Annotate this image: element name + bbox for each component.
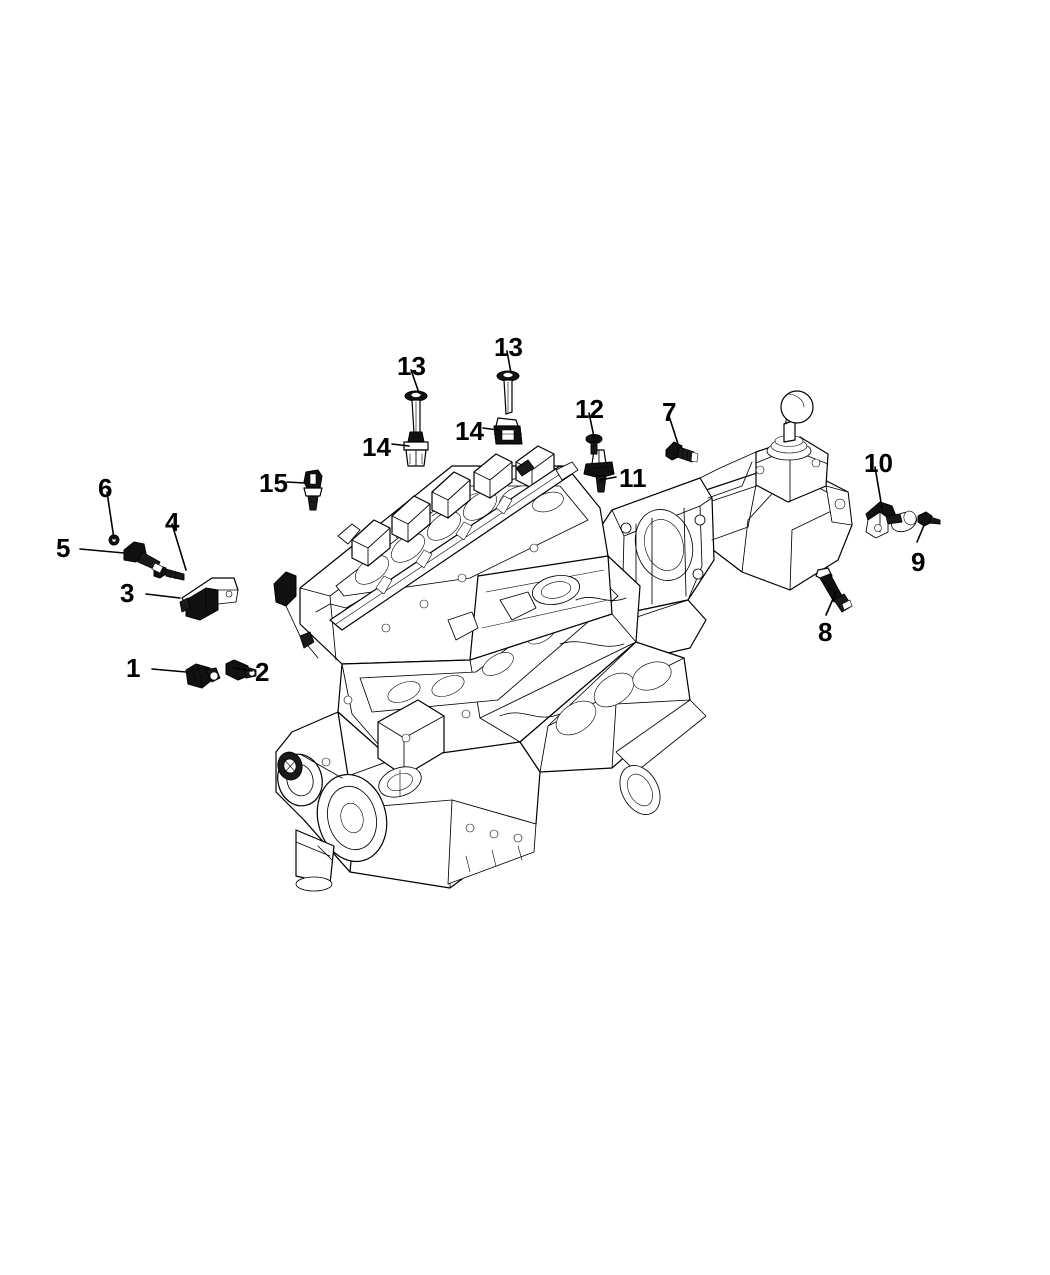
leader-lines [79, 350, 926, 673]
callout-number-14: 14 [362, 432, 391, 462]
part-9-mount-bolt [917, 511, 941, 527]
callout-number-12: 12 [575, 394, 604, 424]
leader-line-12 [588, 412, 595, 438]
ignition-coils [351, 445, 555, 567]
leader-line-15 [286, 481, 306, 484]
callout-number-4: 4 [165, 507, 180, 537]
leader-line-9 [916, 522, 926, 543]
callout-number-3: 3 [120, 578, 135, 608]
leader-line-8 [825, 591, 837, 616]
callout-number-10: 10 [864, 448, 893, 478]
leader-line-1 [151, 668, 187, 673]
part-14b-oil-pressure-sensor [493, 417, 523, 445]
leader-line-5 [79, 548, 125, 554]
callout-number-11: 11 [619, 463, 647, 493]
part-13a-sensor-bolt [404, 390, 428, 435]
callout-number-8: 8 [818, 617, 833, 647]
callout-number-14b: 14 [455, 416, 484, 446]
part-15-oxygen-sensor [303, 469, 323, 511]
exhaust-manifold [519, 641, 707, 815]
leader-line-4 [171, 523, 187, 571]
part-8-transmission-speed-sensor [815, 567, 853, 613]
leader-line-13b [506, 350, 512, 374]
part-7-sensor [665, 441, 699, 463]
callout-number-6: 6 [98, 473, 113, 503]
leader-line-14 [391, 443, 410, 447]
callout-number-13b: 13 [494, 332, 523, 362]
leader-line-3 [145, 593, 181, 599]
leader-line-6 [106, 491, 115, 540]
part-5-knock-sensor [123, 541, 164, 574]
leader-line-14b [482, 427, 499, 431]
leader-line-7 [668, 415, 679, 445]
callout-number-2: 2 [255, 657, 270, 687]
part-1-switch-sensor [185, 663, 221, 689]
front-accessory-drive [275, 699, 445, 892]
leader-line-13 [410, 369, 420, 394]
callout-number-15: 15 [259, 468, 288, 498]
part-13b-sensor-bolt [496, 370, 520, 415]
part-12-sensor-bolt [585, 434, 603, 455]
v8-engine-block [273, 445, 707, 892]
callout-number-7: 7 [662, 397, 677, 427]
callout-number-1: 1 [126, 653, 141, 683]
part-10-backup-lamp-switch [865, 501, 917, 539]
leader-line-11 [599, 476, 617, 481]
callout-number-5: 5 [56, 533, 71, 563]
leader-line-10 [874, 466, 883, 509]
wire-harness [315, 597, 627, 718]
callout-number-9: 9 [911, 547, 926, 577]
leader-line-2 [233, 667, 253, 672]
callout-number-13: 13 [397, 351, 426, 381]
part-14a-oil-pressure-sensor [403, 431, 429, 467]
part-11-coolant-temperature-sensor [583, 449, 615, 493]
part-3-camshaft-position-sensor [179, 577, 239, 621]
part-2-switch-sensor [225, 659, 257, 681]
engine-assembly-group [273, 390, 853, 892]
